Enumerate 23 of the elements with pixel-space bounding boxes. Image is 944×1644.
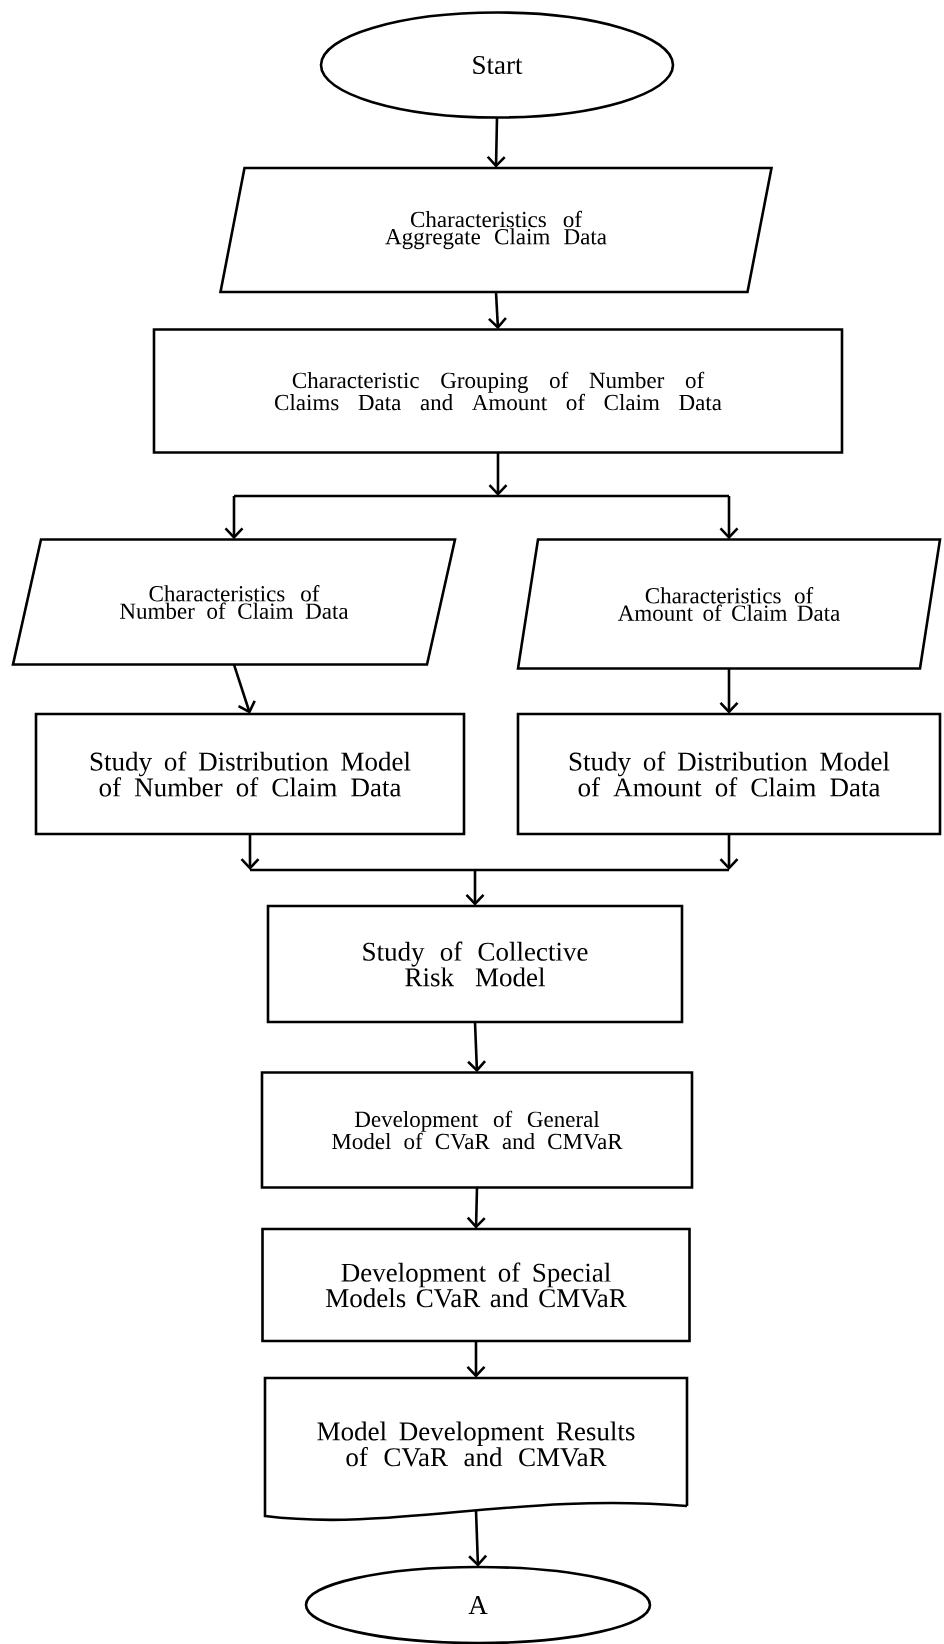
data-parallelogram: Characteristics of Amount of Claim Data xyxy=(516,538,942,670)
arrow xyxy=(224,496,244,540)
arrow xyxy=(232,451,731,498)
arrow xyxy=(719,834,739,870)
arrow xyxy=(466,1341,486,1378)
process-box: Study of Distribution Model of Amount of Claim Data xyxy=(516,712,942,836)
arrow xyxy=(232,664,256,714)
arrow xyxy=(486,117,506,168)
arrow xyxy=(240,834,260,870)
data-parallelogram: Characteristics of Number of Claim Data xyxy=(11,538,457,666)
arrow xyxy=(488,292,507,330)
arrow xyxy=(719,496,739,540)
process-box: Study of Collective Risk Model xyxy=(266,904,684,1024)
process-box: Characteristic Grouping of Number of Claims Data and Amount of Claim Data xyxy=(152,328,844,454)
arrow xyxy=(719,668,739,714)
arrow xyxy=(466,1187,486,1229)
document-shape: Model Development Results of CVaR and CMVaR xyxy=(263,1376,689,1522)
process-box: Development of Special Models CVaR and CMVaR xyxy=(261,1227,691,1343)
arrow xyxy=(467,1022,487,1073)
process-box: Study of Distribution Model of Number of Claim Data xyxy=(34,712,466,836)
arrow xyxy=(468,1510,488,1567)
process-box: Development of General Model of CVaR and CMVaR xyxy=(260,1071,694,1189)
arrow xyxy=(248,868,731,906)
